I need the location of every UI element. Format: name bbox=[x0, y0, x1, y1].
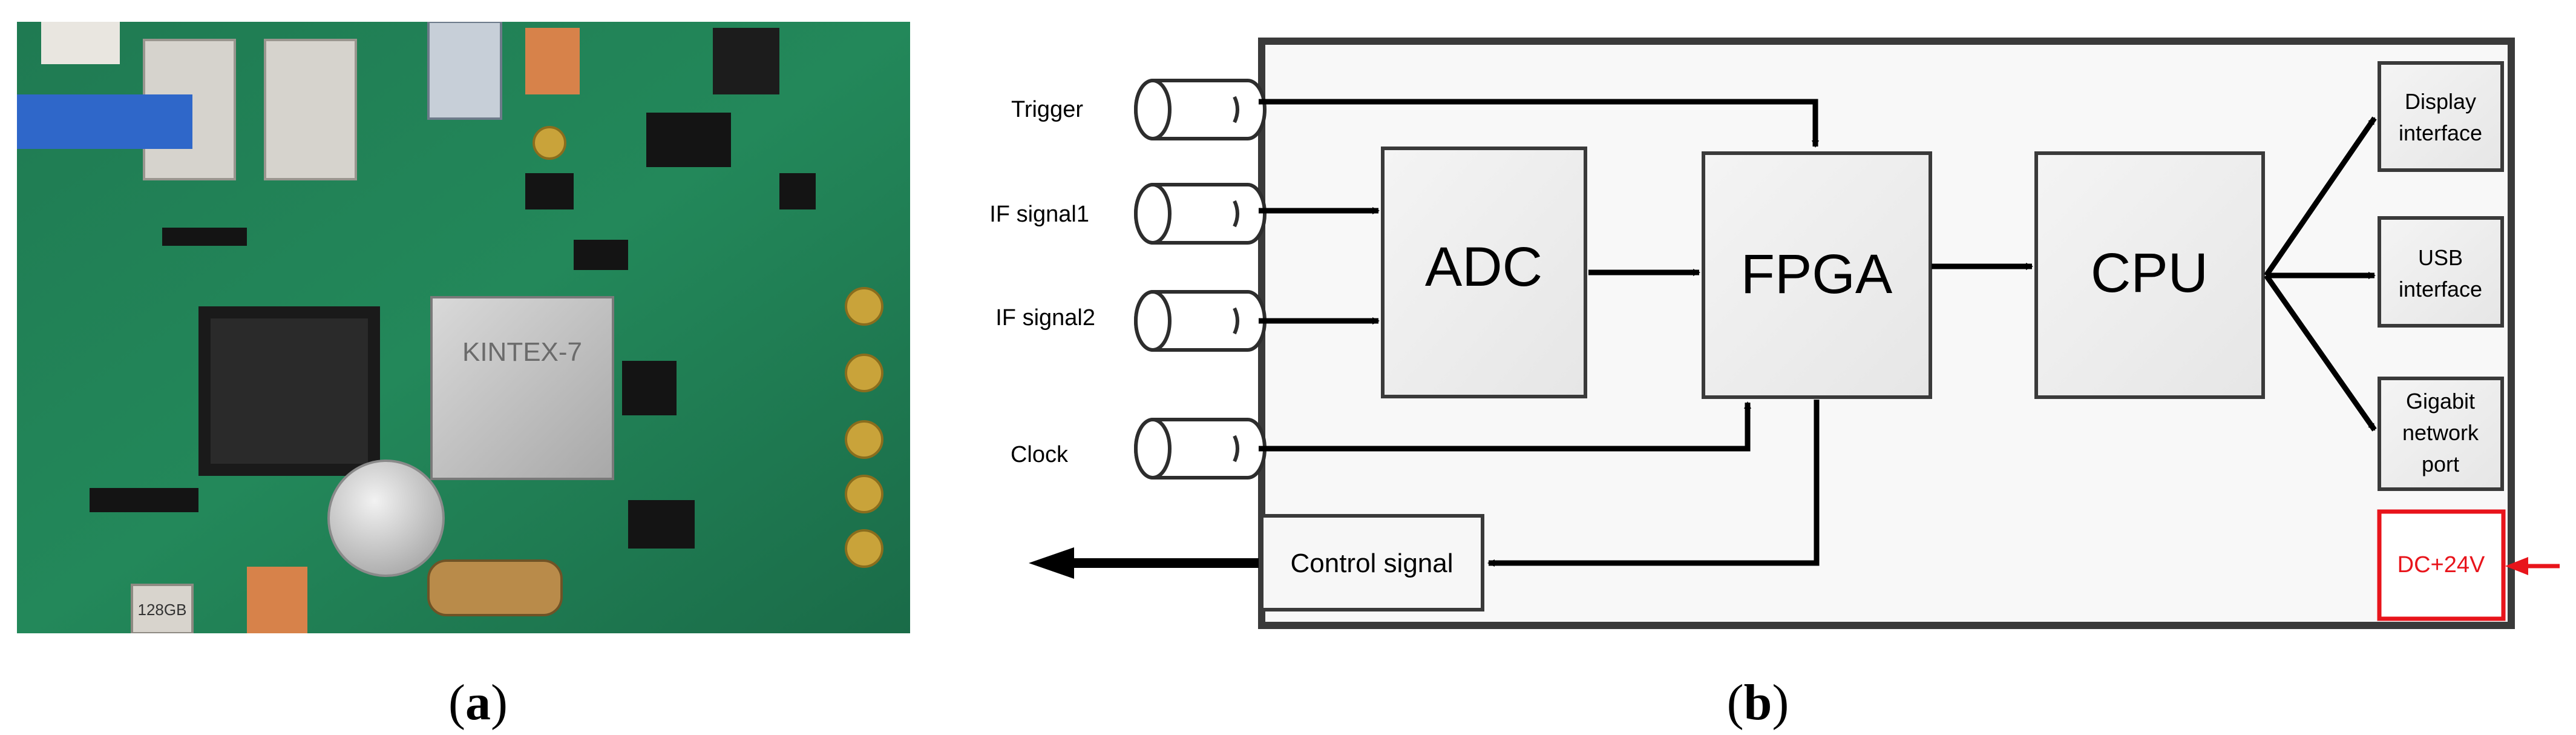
board-top-connectors bbox=[17, 22, 779, 180]
usb-interface-line1: USB bbox=[2418, 245, 2463, 270]
fpga-label: FPGA bbox=[1741, 243, 1893, 305]
cpu-label: CPU bbox=[2091, 242, 2208, 304]
fpga-chip: KINTEX-7 bbox=[430, 296, 614, 480]
connector-clock bbox=[1134, 418, 1267, 480]
label-if-signal2: IF signal2 bbox=[995, 305, 1095, 331]
chip-marking: KINTEX-7 bbox=[462, 337, 582, 367]
control-signal-label: Control signal bbox=[1290, 549, 1453, 578]
label-trigger: Trigger bbox=[1011, 97, 1083, 122]
label-clock: Clock bbox=[1011, 442, 1069, 467]
connector-if-signal1 bbox=[1134, 183, 1267, 245]
cpu-block: CPU bbox=[2034, 151, 2265, 399]
usb-interface-line2: interface bbox=[2399, 277, 2482, 302]
arrow-trigger-to-fpga bbox=[1259, 99, 1819, 148]
bottom-connectors: 128GB bbox=[131, 559, 563, 633]
gigabit-line2: network bbox=[2402, 420, 2479, 445]
display-interface-line1: Display bbox=[2405, 89, 2476, 114]
display-interface-line2: interface bbox=[2399, 120, 2482, 145]
sd-label: 128GB bbox=[138, 601, 187, 619]
connector-trigger bbox=[1134, 79, 1267, 140]
adc-label: ADC bbox=[1425, 236, 1542, 298]
arrow-cpu-to-display bbox=[2264, 116, 2377, 277]
gigabit-port-box: Gigabit network port bbox=[2378, 377, 2504, 491]
power-input-box: DC+24V bbox=[2377, 509, 2506, 621]
gigabit-line1: Gigabit bbox=[2406, 389, 2475, 414]
coin-battery bbox=[327, 460, 445, 577]
label-if-signal1: IF signal1 bbox=[989, 202, 1089, 227]
usb-interface-box: USB interface bbox=[2378, 216, 2504, 328]
sodimm-module bbox=[198, 306, 380, 476]
signal-arrows bbox=[1259, 99, 2377, 567]
gigabit-line3: port bbox=[2422, 452, 2459, 476]
board-photo: KINTEX-7 128GB bbox=[17, 22, 910, 633]
arrow-control-output bbox=[1029, 547, 1259, 579]
sma-connectors bbox=[533, 126, 883, 568]
arrow-power-input bbox=[2505, 557, 2560, 575]
caption-b: (b) bbox=[1726, 674, 1789, 731]
caption-a: (a) bbox=[448, 674, 508, 731]
connector-if-signal2 bbox=[1134, 290, 1267, 352]
arrow-cpu-to-gigabit bbox=[2264, 274, 2377, 432]
display-interface-box: Display interface bbox=[2378, 61, 2504, 172]
adc-block: ADC bbox=[1381, 147, 1587, 398]
fpga-block: FPGA bbox=[1702, 151, 1932, 399]
arrow-clock-to-fpga bbox=[1259, 401, 1751, 452]
power-label: DC+24V bbox=[2397, 552, 2485, 578]
board-components bbox=[90, 113, 816, 549]
arrow-fpga-to-control bbox=[1487, 400, 1820, 567]
control-signal-block: Control signal bbox=[1260, 514, 1484, 611]
